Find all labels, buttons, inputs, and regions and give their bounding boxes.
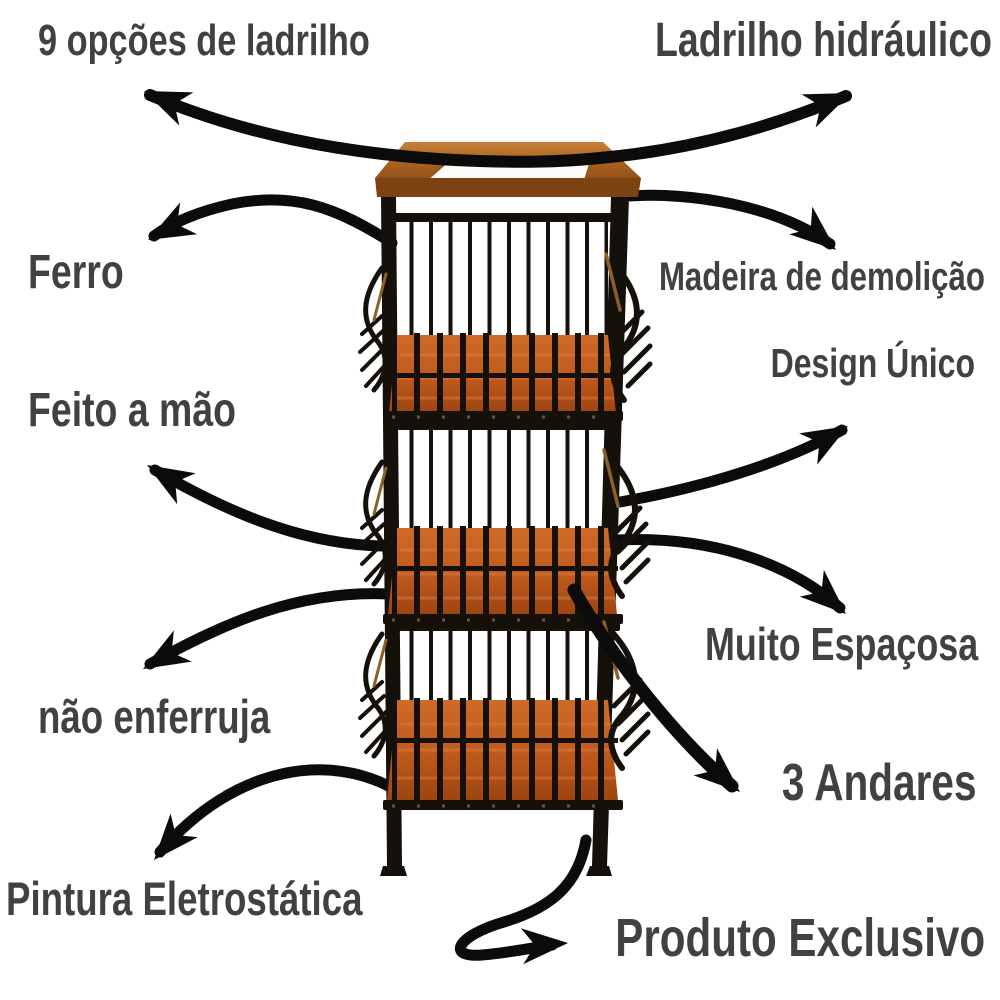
callout-hydraulic-tile: Ladrilho hidráulico	[655, 14, 992, 67]
right-foot	[586, 866, 612, 876]
callout-spacious: Muito Espaçosa	[704, 618, 978, 670]
callout-no-rust: não enferruja	[38, 690, 271, 743]
callout-exclusive-product: Produto Exclusivo	[615, 908, 985, 968]
callout-arrows-over	[136, 74, 859, 965]
arrow-to-handmade	[137, 449, 394, 552]
callout-demolition-wood: Madeira de demolição	[659, 255, 985, 299]
arrow-to-spacious	[612, 534, 859, 628]
callout-electrostatic-paint: Pintura Eletrostática	[6, 872, 363, 925]
arrow-to-no-rust	[134, 588, 394, 685]
callout-three-tiers: 3 Andares	[782, 754, 977, 812]
rack	[360, 142, 650, 876]
arrow-to-unique-design	[614, 410, 857, 508]
basket-tier-3	[360, 622, 648, 810]
callout-handmade: Feito a mão	[28, 384, 237, 437]
arrow-to-exclusive-product	[455, 834, 592, 965]
arrow-to-tile-options-and-hydraulic-tile	[136, 74, 859, 168]
arrow-to-three-tiers	[567, 583, 752, 806]
callout-unique-design: Design Único	[770, 340, 975, 386]
left-foot	[380, 866, 407, 876]
callout-iron: Ferro	[28, 246, 124, 299]
tabletop	[375, 142, 641, 197]
basket-tier-1	[360, 213, 650, 421]
arrow-to-electrostatic-paint	[140, 764, 402, 872]
callout-tile-options: 9 opções de ladrilho	[38, 16, 370, 65]
arrow-to-iron	[139, 194, 398, 256]
basket-tier-2	[360, 421, 648, 624]
tabletop-fascia	[375, 178, 641, 197]
arrow-to-demolition-wood	[624, 189, 848, 264]
